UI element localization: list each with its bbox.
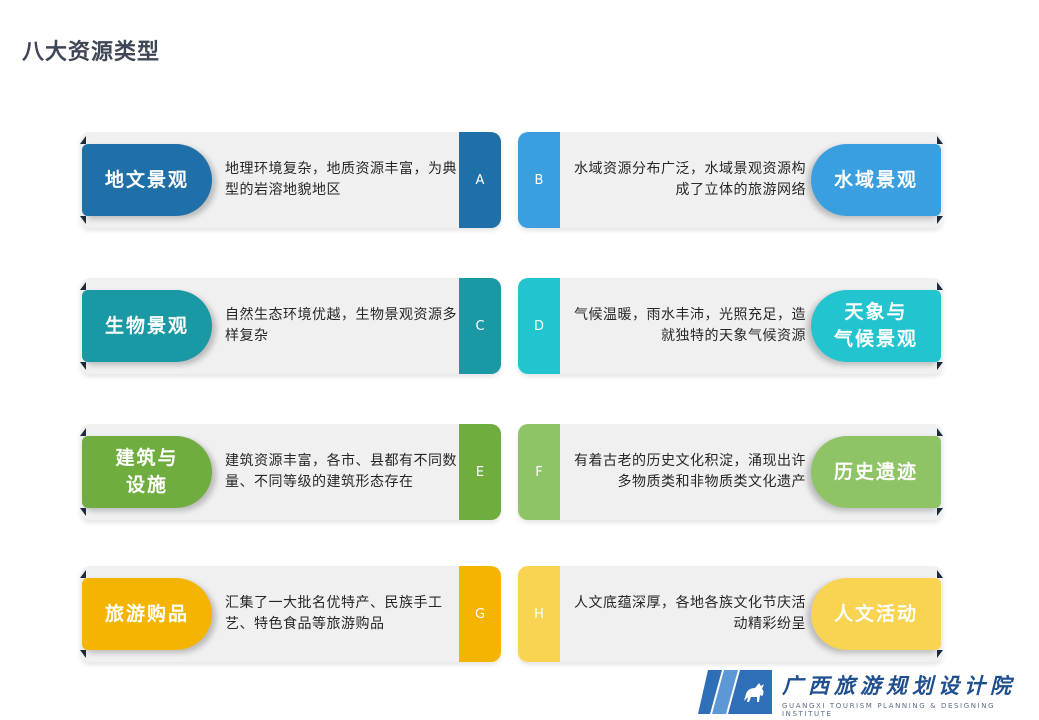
resource-card-a: 地文景观 地理环境复杂，地质资源丰富，为典型的岩溶地貌地区 A bbox=[80, 132, 501, 228]
horse-logo-icon bbox=[698, 670, 772, 714]
description-g: 汇集了一大批名优特产、民族手工艺、特色食品等旅游购品 bbox=[225, 595, 443, 632]
description-b: 水域资源分布广泛，水域景观资源构成了立体的旅游网络 bbox=[574, 161, 806, 198]
letter-tab-e: E bbox=[459, 424, 501, 520]
page-title: 八大资源类型 bbox=[22, 40, 161, 65]
label-pill-f: 历史遗迹 bbox=[811, 436, 941, 508]
fold-corner bbox=[937, 570, 943, 578]
fold-corner bbox=[80, 570, 86, 578]
label-pill-h: 人文活动 bbox=[811, 578, 941, 650]
letter-tab-g: G bbox=[459, 566, 501, 662]
fold-corner bbox=[80, 508, 86, 516]
fold-corner bbox=[80, 136, 86, 144]
label-pill-d: 天象与气候景观 bbox=[811, 290, 941, 362]
description-f: 有着古老的历史文化积淀，涌现出许多物质类和非物质类文化遗产 bbox=[574, 453, 806, 490]
letter-tab-b: B bbox=[518, 132, 560, 228]
description-a: 地理环境复杂，地质资源丰富，为典型的岩溶地貌地区 bbox=[225, 161, 457, 198]
fold-corner bbox=[80, 282, 86, 290]
label-pill-c: 生物景观 bbox=[82, 290, 212, 362]
letter-tab-h: H bbox=[518, 566, 560, 662]
letter-tab-a: A bbox=[459, 132, 501, 228]
description-h: 人文底蕴深厚，各地各族文化节庆活动精彩纷呈 bbox=[574, 595, 806, 632]
label-pill-b: 水域景观 bbox=[811, 144, 941, 216]
fold-corner bbox=[937, 362, 943, 370]
fold-corner bbox=[937, 216, 943, 224]
fold-corner bbox=[80, 362, 86, 370]
description-e: 建筑资源丰富，各市、县都有不同数量、不同等级的建筑形态存在 bbox=[225, 453, 457, 490]
resource-card-c: 生物景观 自然生态环境优越，生物景观资源多样复杂 C bbox=[80, 278, 501, 374]
resource-card-b: B 水域资源分布广泛，水域景观资源构成了立体的旅游网络 水域景观 bbox=[518, 132, 943, 228]
label-pill-e: 建筑与设施 bbox=[82, 436, 212, 508]
label-pill-g: 旅游购品 bbox=[82, 578, 212, 650]
fold-corner bbox=[937, 136, 943, 144]
description-d: 气候温暖，雨水丰沛，光照充足，造就独特的天象气候资源 bbox=[574, 307, 806, 344]
resource-card-f: F 有着古老的历史文化积淀，涌现出许多物质类和非物质类文化遗产 历史遗迹 bbox=[518, 424, 943, 520]
institute-logo: 广西旅游规划设计院 GUANGXI TOURISM PLANNING & DES… bbox=[698, 668, 1028, 718]
fold-corner bbox=[937, 282, 943, 290]
institute-name: 广西旅游规划设计院 bbox=[782, 673, 1016, 698]
label-pill-a: 地文景观 bbox=[82, 144, 212, 216]
resource-card-g: 旅游购品 汇集了一大批名优特产、民族手工艺、特色食品等旅游购品 G bbox=[80, 566, 501, 662]
institute-subtitle: GUANGXI TOURISM PLANNING & DESIGNING INS… bbox=[782, 702, 996, 718]
resource-card-h: H 人文底蕴深厚，各地各族文化节庆活动精彩纷呈 人文活动 bbox=[518, 566, 943, 662]
fold-corner bbox=[937, 650, 943, 658]
fold-corner bbox=[937, 508, 943, 516]
description-c: 自然生态环境优越，生物景观资源多样复杂 bbox=[225, 307, 457, 344]
letter-tab-d: D bbox=[518, 278, 560, 374]
fold-corner bbox=[937, 428, 943, 436]
letter-tab-c: C bbox=[459, 278, 501, 374]
fold-corner bbox=[80, 650, 86, 658]
fold-corner bbox=[80, 428, 86, 436]
letter-tab-f: F bbox=[518, 424, 560, 520]
resource-card-d: D 气候温暖，雨水丰沛，光照充足，造就独特的天象气候资源 天象与气候景观 bbox=[518, 278, 943, 374]
fold-corner bbox=[80, 216, 86, 224]
resource-card-e: 建筑与设施 建筑资源丰富，各市、县都有不同数量、不同等级的建筑形态存在 E bbox=[80, 424, 501, 520]
